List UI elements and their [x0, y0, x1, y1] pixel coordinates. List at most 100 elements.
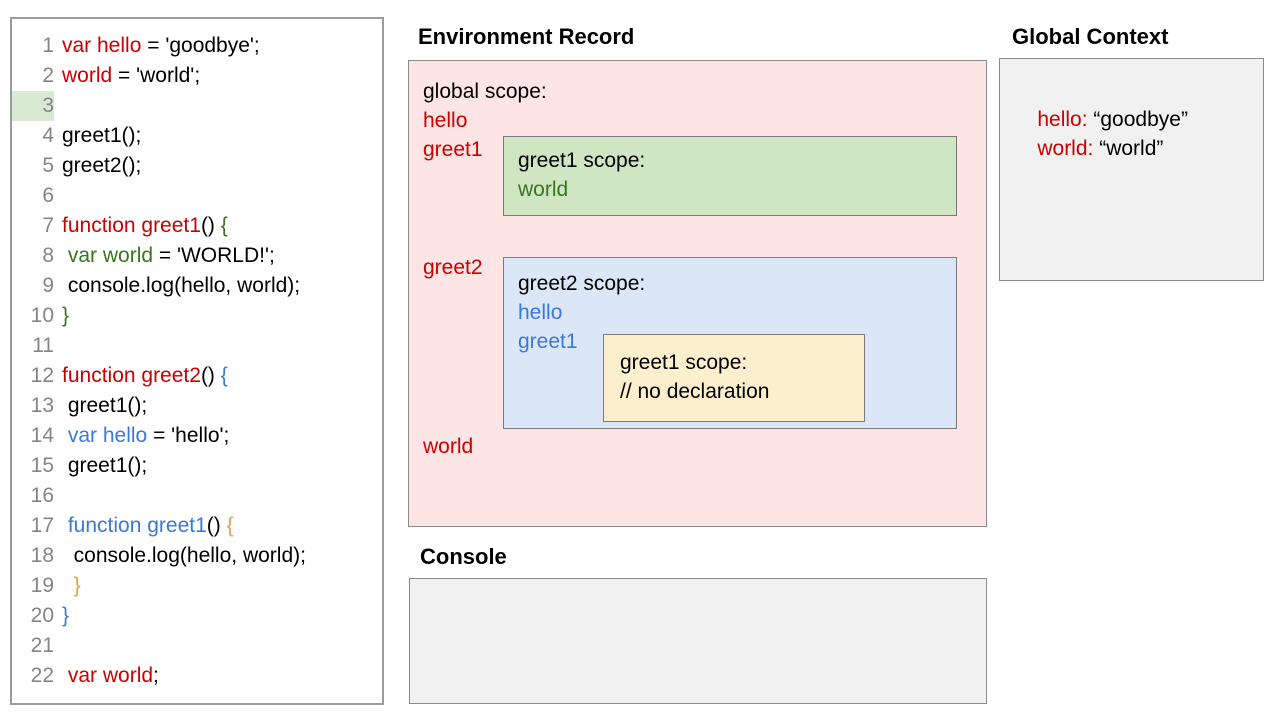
- line-number: 13: [30, 394, 54, 417]
- code-line[interactable]: 14 var hello = 'hello';: [12, 421, 382, 451]
- line-number: 9: [42, 274, 54, 297]
- code-line-text: world = 'world';: [54, 61, 200, 91]
- code-token: {: [220, 214, 228, 237]
- code-line[interactable]: 18 console.log(hello, world);: [12, 541, 382, 571]
- global-scope-label: global scope:: [423, 80, 547, 103]
- code-token: {: [226, 514, 234, 537]
- code-line[interactable]: 22 var world;: [12, 661, 382, 691]
- code-token: console.log(hello, world);: [62, 544, 306, 567]
- code-token: = 'hello';: [147, 424, 230, 447]
- code-token: greet1();: [62, 394, 148, 417]
- console-title: Console: [420, 544, 507, 569]
- code-line[interactable]: 11: [12, 331, 382, 361]
- global-context-value-world: “world”: [1093, 137, 1164, 160]
- greet1-binding-world: world: [518, 178, 569, 201]
- global-context-value-hello: “goodbye”: [1087, 108, 1188, 131]
- line-number: 15: [30, 454, 54, 477]
- global-binding-hello: hello: [423, 109, 468, 132]
- code-line-text: console.log(hello, world);: [54, 541, 306, 571]
- inner-greet1-no-declaration-comment: // no declaration: [620, 380, 770, 403]
- code-token: function greet1: [67, 514, 207, 537]
- code-token: (): [200, 364, 221, 387]
- line-number: 11: [32, 334, 54, 357]
- greet2-binding-hello: hello: [518, 301, 563, 324]
- line-number: 18: [30, 544, 54, 567]
- code-token: function greet2: [62, 364, 201, 387]
- line-number: 20: [30, 604, 54, 627]
- code-line-text: var world;: [54, 661, 159, 691]
- line-number: 7: [42, 214, 54, 237]
- code-line-text: greet1();: [54, 451, 147, 481]
- line-number: 17: [30, 514, 54, 537]
- console-output-box[interactable]: [409, 578, 987, 704]
- code-line-text: function greet2() {: [54, 361, 228, 391]
- line-number: 4: [42, 124, 54, 147]
- code-line[interactable]: 9 console.log(hello, world);: [12, 271, 382, 301]
- global-context-box: hello: “goodbye” world: “world”: [999, 58, 1264, 281]
- code-token: greet1();: [62, 124, 142, 147]
- code-line[interactable]: 6: [12, 181, 382, 211]
- greet1-scope-title: greet1 scope:: [518, 149, 646, 172]
- global-context-title: Global Context: [1012, 24, 1169, 49]
- global-context-entry-world: world: “world”: [1014, 105, 1163, 192]
- line-number: 19: [30, 574, 54, 597]
- code-line[interactable]: 4 greet1();: [12, 121, 382, 151]
- line-number: 2: [42, 64, 54, 87]
- code-line-text: var hello = 'hello';: [54, 421, 230, 451]
- code-line[interactable]: 17 function greet1() {: [12, 511, 382, 541]
- code-token: ;: [153, 664, 159, 687]
- code-token: function greet1: [62, 214, 201, 237]
- code-line[interactable]: 20}: [12, 601, 382, 631]
- global-context-key-hello: hello:: [1037, 108, 1088, 131]
- code-line-text: greet1();: [54, 391, 147, 421]
- global-context-key-world: world:: [1037, 137, 1094, 160]
- greet2-binding-greet1: greet1: [518, 330, 578, 353]
- code-token: greet2();: [62, 154, 142, 177]
- line-number: 8: [42, 244, 54, 267]
- line-number: 1: [42, 34, 54, 57]
- code-line[interactable]: 15 greet1();: [12, 451, 382, 481]
- code-line-text: }: [54, 301, 69, 331]
- code-line[interactable]: 21: [12, 631, 382, 661]
- code-line-text: }: [54, 571, 81, 601]
- greet2-scope-title: greet2 scope:: [518, 272, 646, 295]
- code-token: = 'world';: [112, 64, 201, 87]
- line-number: 16: [30, 484, 54, 507]
- code-line[interactable]: 16: [12, 481, 382, 511]
- line-number: 12: [30, 364, 54, 387]
- code-token: }: [73, 574, 81, 597]
- code-line[interactable]: 10}: [12, 301, 382, 331]
- code-token: }: [62, 304, 70, 327]
- code-token: greet1();: [62, 454, 148, 477]
- line-number: 22: [30, 664, 54, 687]
- inner-greet1-scope-box: greet1 scope: // no declaration: [603, 334, 865, 422]
- code-line-text: console.log(hello, world);: [54, 271, 300, 301]
- code-token: = 'WORLD!';: [153, 244, 275, 267]
- global-binding-greet1: greet1: [423, 138, 483, 161]
- code-line-text: }: [54, 601, 69, 631]
- code-line[interactable]: 8 var world = 'WORLD!';: [12, 241, 382, 271]
- code-token: var world: [67, 244, 154, 267]
- code-line-text: var hello = 'goodbye';: [54, 31, 260, 61]
- line-number: 10: [30, 304, 54, 327]
- code-line[interactable]: 19 }: [12, 571, 382, 601]
- code-line[interactable]: 3: [12, 91, 382, 121]
- global-binding-greet2: greet2: [423, 256, 483, 279]
- code-token: {: [220, 364, 228, 387]
- code-line[interactable]: 13 greet1();: [12, 391, 382, 421]
- inner-greet1-scope-title: greet1 scope:: [620, 351, 748, 374]
- code-line-text: var world = 'WORLD!';: [54, 241, 275, 271]
- code-token: world: [62, 64, 113, 87]
- line-number: 6: [42, 184, 54, 207]
- global-binding-world: world: [423, 435, 474, 458]
- line-number: 21: [30, 634, 54, 657]
- line-number: 14: [30, 424, 54, 447]
- code-token: var world: [67, 664, 154, 687]
